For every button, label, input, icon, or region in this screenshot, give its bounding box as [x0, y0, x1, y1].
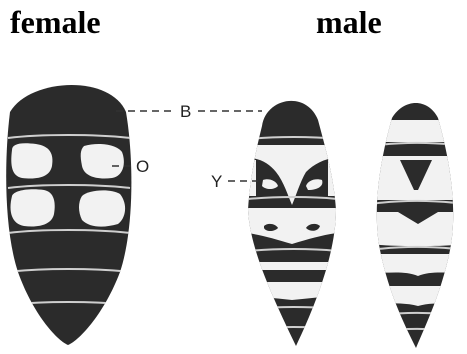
label-b: B	[180, 102, 191, 121]
label-b-callout: B	[116, 102, 262, 121]
label-o: O	[136, 157, 149, 176]
female-abdomen	[6, 85, 131, 345]
male-abdomen-1	[240, 101, 348, 346]
male-abdomen-2	[370, 103, 465, 348]
label-y: Y	[211, 172, 222, 191]
